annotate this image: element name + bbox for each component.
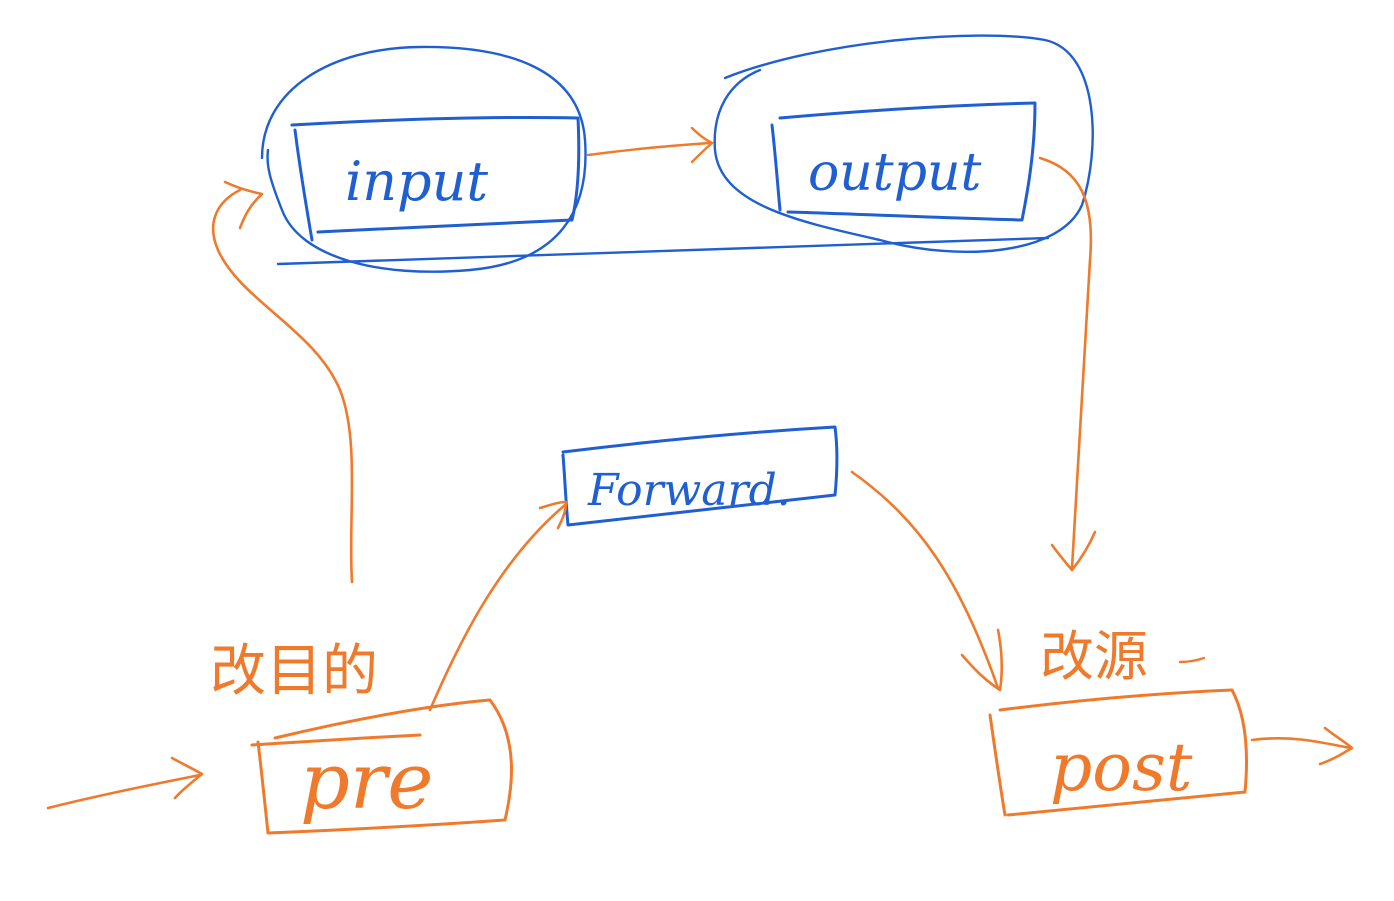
pre-to-forward-arrow bbox=[428, 500, 568, 712]
post-box-outline bbox=[988, 688, 1249, 817]
forward-box-outline bbox=[561, 425, 839, 527]
output-label: output bbox=[808, 143, 981, 203]
exit-arrow bbox=[1250, 726, 1354, 766]
post-annotation-tail bbox=[1178, 656, 1206, 664]
output-circle-outline bbox=[713, 34, 1094, 253]
input-circle-outline bbox=[260, 45, 587, 273]
post-annotation: 改源 bbox=[1040, 625, 1148, 688]
entry-arrow bbox=[46, 756, 204, 810]
output-node: output bbox=[713, 34, 1094, 253]
pre-annotation: 改目的 bbox=[210, 639, 378, 704]
forward-to-post-arrow bbox=[850, 470, 1004, 692]
post-label: post bbox=[1050, 729, 1193, 806]
input-box-outline bbox=[290, 115, 581, 242]
output-to-post-arrow bbox=[1038, 156, 1097, 572]
forward-node: Forward. bbox=[561, 425, 839, 527]
pre-node: pre bbox=[250, 698, 513, 835]
input-to-output-arrow bbox=[586, 126, 714, 164]
post-node: post bbox=[988, 688, 1249, 817]
output-box-outline bbox=[770, 101, 1037, 222]
pre-label: pre bbox=[300, 737, 433, 827]
pre-box-outline bbox=[250, 698, 513, 835]
forward-label: Forward. bbox=[587, 465, 791, 516]
module-bracket-line bbox=[276, 236, 1050, 266]
pre-to-input-arrow bbox=[211, 180, 354, 584]
input-label: input bbox=[345, 150, 488, 213]
input-node: input bbox=[260, 45, 587, 273]
